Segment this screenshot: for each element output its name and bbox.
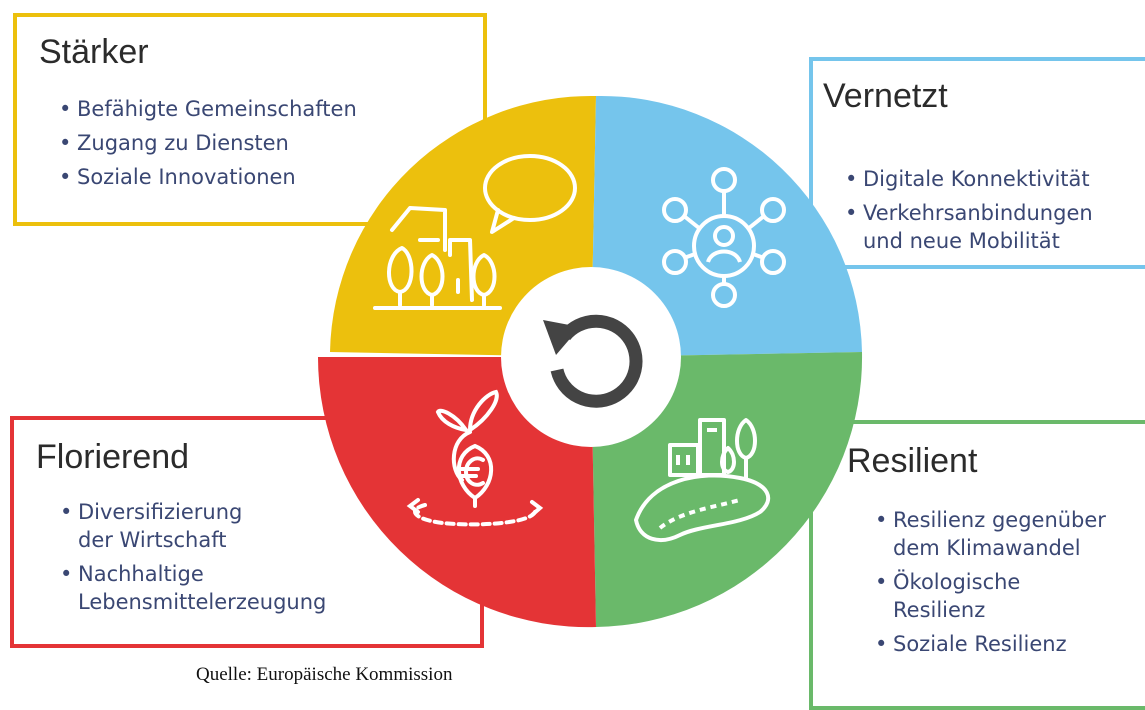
quadrant-resilient	[591, 352, 863, 627]
list-item: Resilienz gegenüber	[875, 506, 1106, 534]
staerker-list: Befähigte Gemeinschaften Zugang zu Diens…	[59, 95, 357, 197]
vernetzt-list: Digitale Konnektivität Verkehrsanbindung…	[845, 165, 1093, 261]
refresh-cycle-icon	[550, 314, 643, 408]
vernetzt-title: Vernetzt	[823, 77, 948, 115]
list-item-continued: der Wirtschaft	[78, 528, 227, 552]
list-item-continued: Resilienz	[893, 598, 986, 622]
florierend-title: Florierend	[36, 438, 190, 476]
quadrant-florierend	[317, 357, 596, 628]
resilient-box: Resilient Resilienz gegenüber dem Klimaw…	[809, 420, 1145, 710]
list-item-continued: dem Klimawandel	[893, 536, 1081, 560]
network-person-icon	[662, 167, 786, 308]
list-item: Ökologische	[875, 568, 1106, 596]
vernetzt-box: Vernetzt Digitale Konnektivität Verkehrs…	[809, 57, 1145, 269]
list-item: Digitale Konnektivität	[845, 165, 1093, 193]
staerker-title: Stärker	[39, 33, 149, 71]
list-item: Nachhaltige	[60, 560, 326, 588]
resilient-list: Resilienz gegenüber dem Klimawandel Ökol…	[875, 506, 1106, 664]
florierend-list: Diversifizierung der Wirtschaft Nachhalt…	[60, 498, 326, 622]
list-item: Soziale Innovationen	[59, 163, 357, 191]
list-item: Diversifizierung	[60, 498, 326, 526]
list-item-continued: und neue Mobilität	[863, 229, 1060, 253]
list-item: Zugang zu Diensten	[59, 129, 357, 157]
euro-sprout-icon	[406, 389, 544, 527]
list-item: Verkehrsanbindungen	[845, 199, 1093, 227]
hill-town-icon	[634, 418, 771, 542]
list-item: Befähigte Gemeinschaften	[59, 95, 357, 123]
cycle-wheel	[317, 95, 863, 628]
source-caption: Quelle: Europäische Kommission	[196, 664, 453, 685]
list-item: Soziale Resilienz	[875, 630, 1106, 658]
resilient-title: Resilient	[847, 442, 978, 480]
staerker-box: Stärker Befähigte Gemeinschaften Zugang …	[13, 13, 487, 226]
center-circle	[501, 267, 681, 447]
list-item-continued: Lebensmittelerzeugung	[78, 590, 327, 614]
refresh-arrowhead	[543, 320, 580, 355]
village-speech-bubble-icon	[373, 154, 577, 310]
